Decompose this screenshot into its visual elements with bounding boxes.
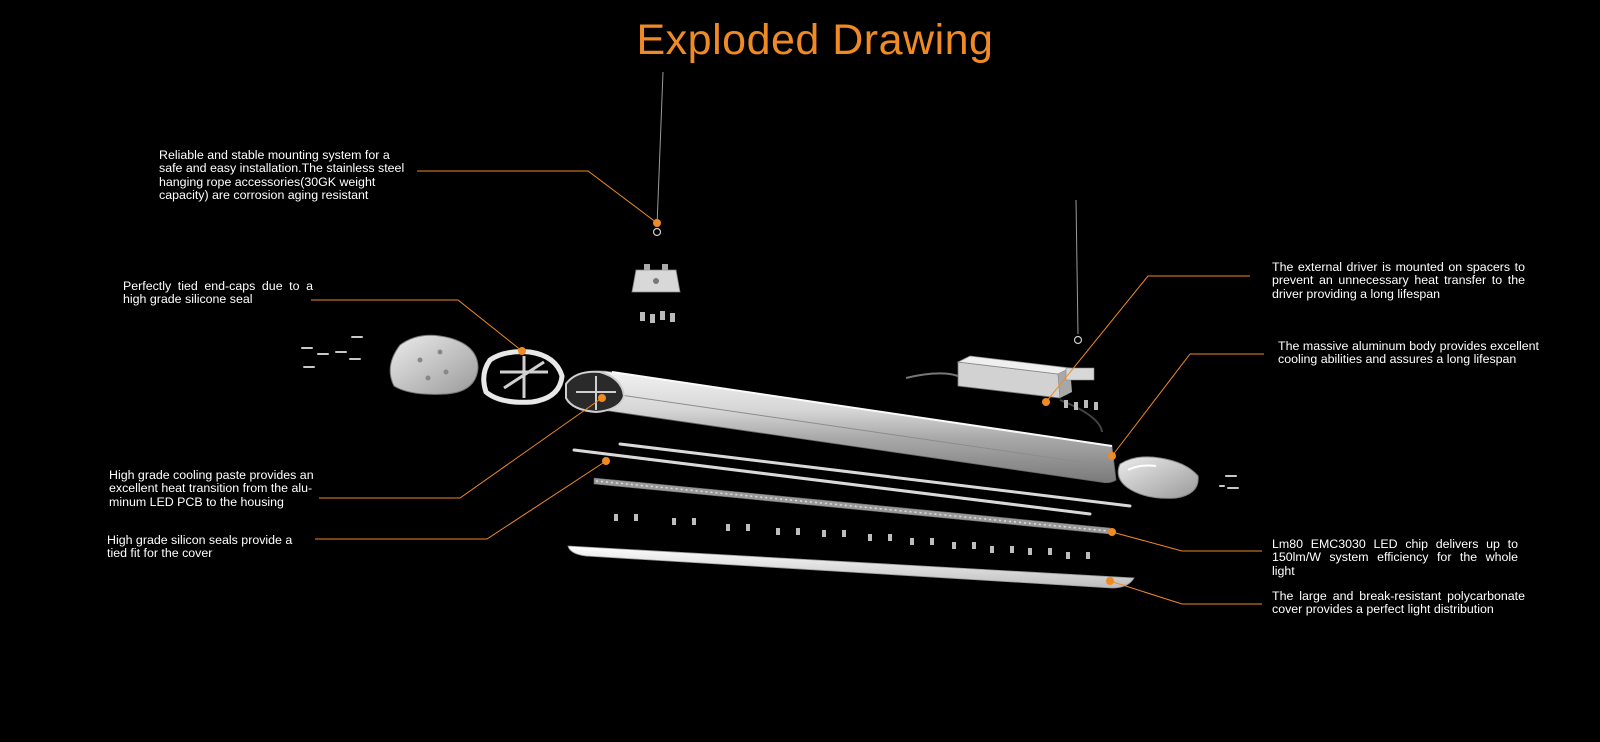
hanging-rope-left [652, 71, 664, 237]
callout-led-chip: Lm80 EMC3030 LED chip delivers up to 150… [1272, 537, 1518, 578]
led-clips [614, 514, 1090, 559]
polycarbonate-cover [567, 545, 1135, 589]
end-cap-screws [301, 336, 363, 368]
aluminum-housing [565, 370, 1117, 484]
callout-external-driver: The external driver is mounted on spacer… [1272, 260, 1525, 301]
silicone-seal-ring [481, 349, 565, 405]
end-cap-right [1117, 456, 1199, 499]
callout-polycarbonate-cover: The large and break-resistant polycarbon… [1272, 589, 1525, 617]
callout-dots [518, 219, 1116, 585]
callout-mounting: Reliable and stable mounting system for … [159, 148, 405, 202]
driver-spacers [1064, 400, 1098, 410]
end-cap-right-screws [1219, 475, 1239, 489]
silicone-seal-strips [572, 442, 1132, 516]
bracket-screws [640, 311, 675, 323]
mounting-bracket [631, 264, 681, 293]
end-cap-left [389, 334, 479, 395]
callout-end-caps: Perfectly tied end-caps due to a high gr… [123, 279, 313, 307]
external-driver [905, 355, 1103, 433]
callout-leaders [311, 170, 1264, 605]
callout-silicon-seals: High grade silicon seals provide a tied … [107, 533, 293, 561]
hanging-rope-right [1073, 199, 1083, 345]
callout-cooling-paste: High grade cooling paste provides an exc… [109, 468, 314, 509]
callout-aluminum-body: The massive aluminum body provides excel… [1278, 339, 1539, 367]
page-title: Exploded Drawing [636, 16, 994, 64]
